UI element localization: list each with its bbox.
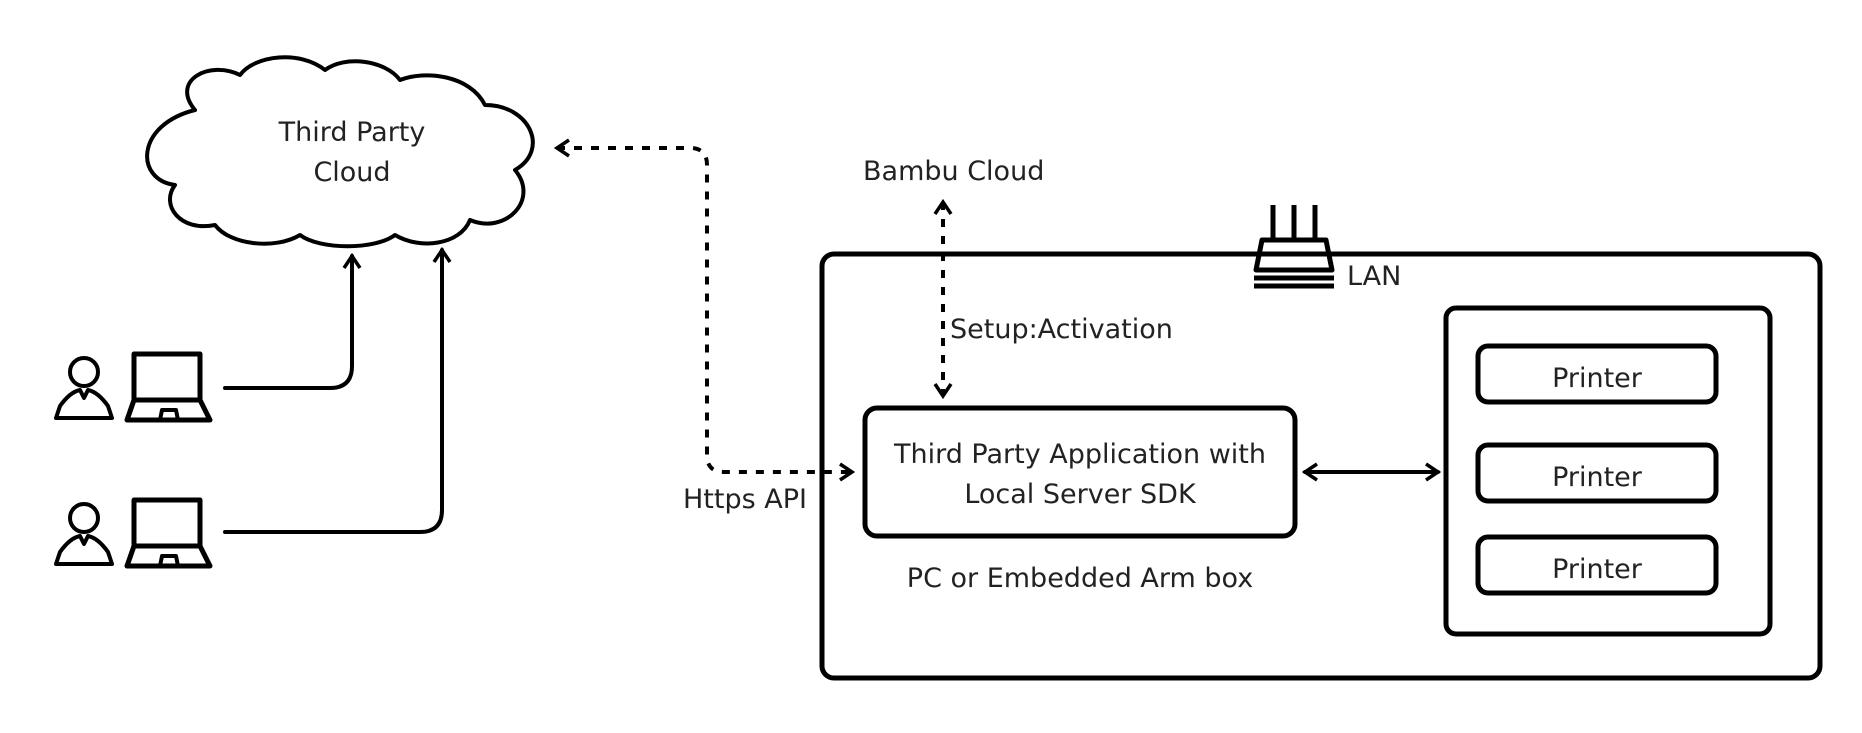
- application-box: [862, 405, 1298, 539]
- user-icon: [54, 502, 114, 566]
- lan-label: LAN: [1347, 261, 1401, 292]
- application-label-line2: Local Server SDK: [964, 479, 1197, 510]
- host-label: PC or Embedded Arm box: [907, 563, 1253, 594]
- lan-boundary: [819, 251, 1823, 681]
- cloud-label-line1: Third Party: [278, 117, 426, 148]
- client-1: [54, 351, 213, 423]
- printer-box-1: Printer: [1475, 343, 1719, 405]
- printer-box-3: Printer: [1475, 534, 1719, 596]
- printer-label-2: Printer: [1552, 462, 1643, 493]
- laptop-icon: [124, 497, 213, 569]
- printers-group: [1443, 305, 1773, 637]
- cloud-label-line2: Cloud: [313, 157, 390, 188]
- application-label-line1: Third Party Application with: [893, 439, 1266, 470]
- third-party-cloud: Third Party Cloud: [145, 55, 535, 249]
- printer-box-2: Printer: [1475, 442, 1719, 504]
- user-icon: [54, 356, 114, 420]
- laptop-icon: [124, 351, 213, 423]
- client-2: [54, 497, 213, 569]
- cloud-icon: [145, 55, 535, 249]
- router-icon: [1253, 205, 1335, 289]
- printer-label-3: Printer: [1552, 554, 1643, 585]
- https-api-arrow: [553, 138, 856, 482]
- client1-to-cloud-arrow: [223, 252, 362, 390]
- https-api-label: Https API: [683, 484, 807, 515]
- printer-label-1: Printer: [1552, 363, 1643, 394]
- bambu-cloud-label: Bambu Cloud: [863, 156, 1044, 187]
- client2-to-cloud-arrow: [223, 246, 452, 534]
- setup-activation-label: Setup:Activation: [950, 314, 1173, 345]
